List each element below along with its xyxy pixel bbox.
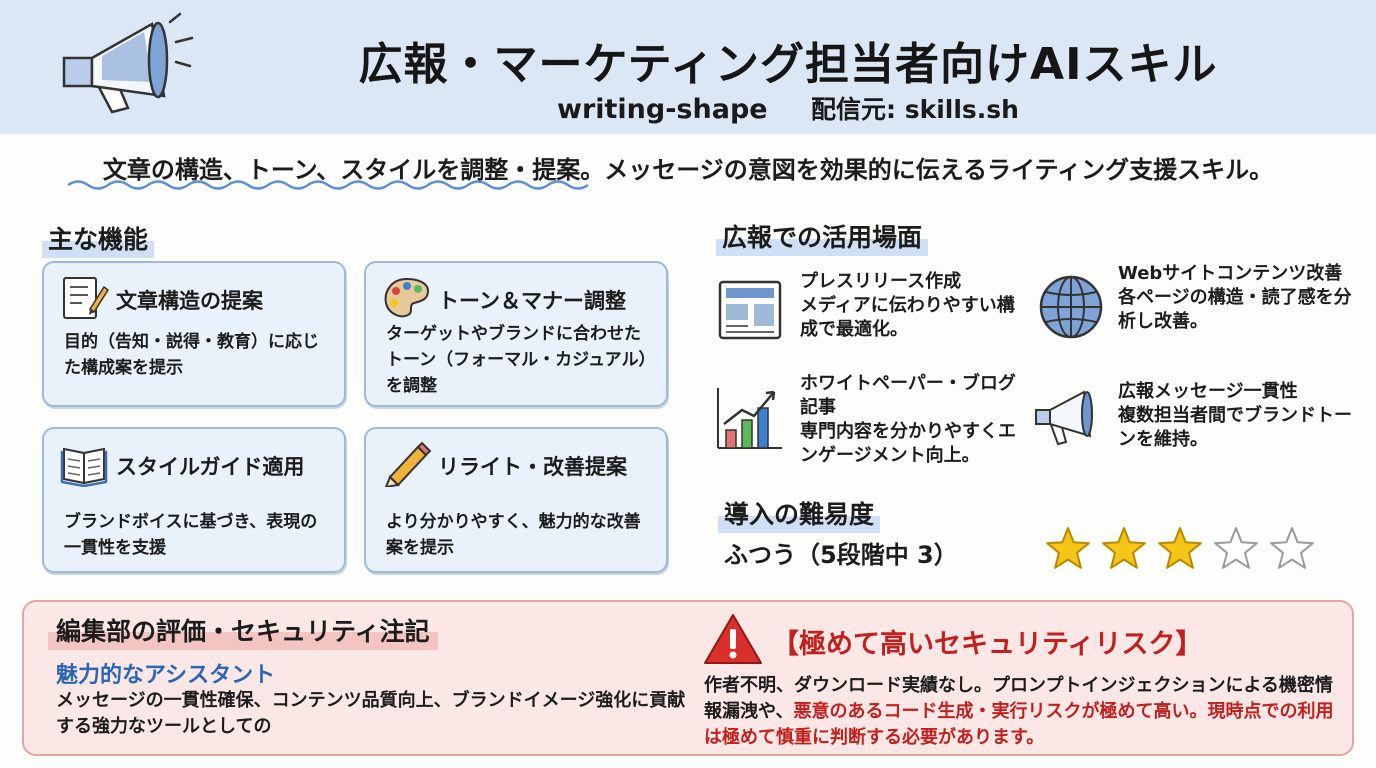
book-icon xyxy=(60,447,108,487)
use-case-website: Webサイトコンテンツ改善 各ページの構造・読了感を分析し改善。 xyxy=(1118,262,1358,334)
intro-underline xyxy=(67,180,589,190)
feature-card-style: スタイルガイド適用 ブランドボイスに基づき、表現の一貫性を支援 xyxy=(42,427,346,573)
star-filled-icon xyxy=(1046,527,1090,569)
risk-title: 【極めて高いセキュリティリスク】 xyxy=(772,629,1203,660)
use-cases-heading: 広報での活用場面 xyxy=(716,216,929,256)
difficulty-heading: 導入の難易度 xyxy=(718,493,881,533)
feature-title: リライト・改善提案 xyxy=(438,455,627,479)
star-empty-icon xyxy=(1270,527,1314,569)
praise-title: 魅力的なアシスタント xyxy=(56,663,276,688)
feature-card-structure: 文章構造の提案 目的（告知・説得・教育）に応じた構成案を提示 xyxy=(42,261,346,407)
use-case-title: Webサイトコンテンツ改善 xyxy=(1118,263,1343,284)
use-case-title: ホワイトペーパー・ブログ記事 xyxy=(800,373,1016,418)
feature-body: ターゲットやブランドに合わせたトーン（フォーマル・カジュアル）を調整 xyxy=(386,324,647,396)
star-empty-icon xyxy=(1214,527,1258,569)
risk-body: 作者不明、ダウンロード実績なし。プロンプトインジェクションによる機密情報漏洩や、… xyxy=(704,673,1340,751)
use-case-press-release: プレスリリース作成 メディアに伝わりやすい構成で最適化。 xyxy=(800,270,1030,342)
risk-body-text: 作者不明、ダウンロード実績なし。プロンプトインジェクションによる機密情報漏洩や、 xyxy=(704,675,1333,722)
risk-body-emphasis: 悪意のあるコード生成・実行リスクが極めて高い。現時点での利用は極めて慎重に判断す… xyxy=(704,701,1334,748)
star-filled-icon xyxy=(1102,527,1146,569)
document-pencil-icon xyxy=(63,277,110,319)
source-label: 配信元: skills.sh xyxy=(811,95,1019,124)
review-heading: 編集部の評価・セキュリティ注記 xyxy=(48,610,438,650)
growth-chart-icon xyxy=(717,388,782,449)
difficulty-label: ふつう（5段階中 3） xyxy=(724,541,958,569)
header-banner xyxy=(0,0,1376,134)
megaphone-icon xyxy=(62,12,194,114)
use-case-consistency: 広報メッセージ一貫性 複数担当者間でブランドトーンを維持。 xyxy=(1118,380,1358,452)
page-subtitle: writing-shape 配信元: skills.sh xyxy=(200,90,1376,126)
difficulty-stars xyxy=(1046,527,1314,569)
feature-body: 目的（告知・説得・教育）に応じた構成案を提示 xyxy=(64,332,319,378)
use-case-desc: 各ページの構造・読了感を分析し改善。 xyxy=(1118,287,1352,332)
feature-card-tone: トーン＆マナー調整 ターゲットやブランドに合わせたトーン（フォーマル・カジュアル… xyxy=(364,261,668,407)
newspaper-icon xyxy=(718,280,782,340)
palette-icon xyxy=(384,277,430,318)
feature-title: 文章構造の提案 xyxy=(116,289,263,313)
use-case-title: 広報メッセージ一貫性 xyxy=(1118,381,1298,402)
use-case-desc: 複数担当者間でブランドトーンを維持。 xyxy=(1118,405,1352,450)
use-case-title: プレスリリース作成 xyxy=(800,271,962,292)
globe-icon xyxy=(1039,275,1103,339)
feature-body: より分かりやすく、魅力的な改善案を提示 xyxy=(386,512,641,558)
feature-title: スタイルガイド適用 xyxy=(116,455,305,479)
warning-icon xyxy=(704,614,762,664)
features-heading: 主な機能 xyxy=(42,218,155,258)
use-case-desc: メディアに伝わりやすい構成で最適化。 xyxy=(800,295,1015,340)
use-case-whitepaper: ホワイトペーパー・ブログ記事 専門内容を分かりやすくエンゲージメント向上。 xyxy=(800,372,1030,468)
intro-text: 文章の構造、トーン、スタイルを調整・提案。メッセージの意図を効果的に伝えるライテ… xyxy=(102,156,1274,184)
pencil-icon xyxy=(384,441,432,487)
skill-name: writing-shape xyxy=(557,94,768,125)
star-filled-icon xyxy=(1158,527,1202,569)
feature-body: ブランドボイスに基づき、表現の一貫性を支援 xyxy=(64,512,318,558)
feature-card-rewrite: リライト・改善提案 より分かりやすく、魅力的な改善案を提示 xyxy=(364,427,668,573)
page-title: 広報・マーケティング担当者向けAIスキル xyxy=(358,39,1218,90)
praise-body: メッセージの一貫性確保、コンテンツ品質向上、ブランドイメージ強化に貢献する強力な… xyxy=(56,690,686,737)
feature-title: トーン＆マナー調整 xyxy=(438,289,626,313)
megaphone-icon xyxy=(1035,390,1093,446)
use-case-desc: 専門内容を分かりやすくエンゲージメント向上。 xyxy=(800,421,1016,466)
